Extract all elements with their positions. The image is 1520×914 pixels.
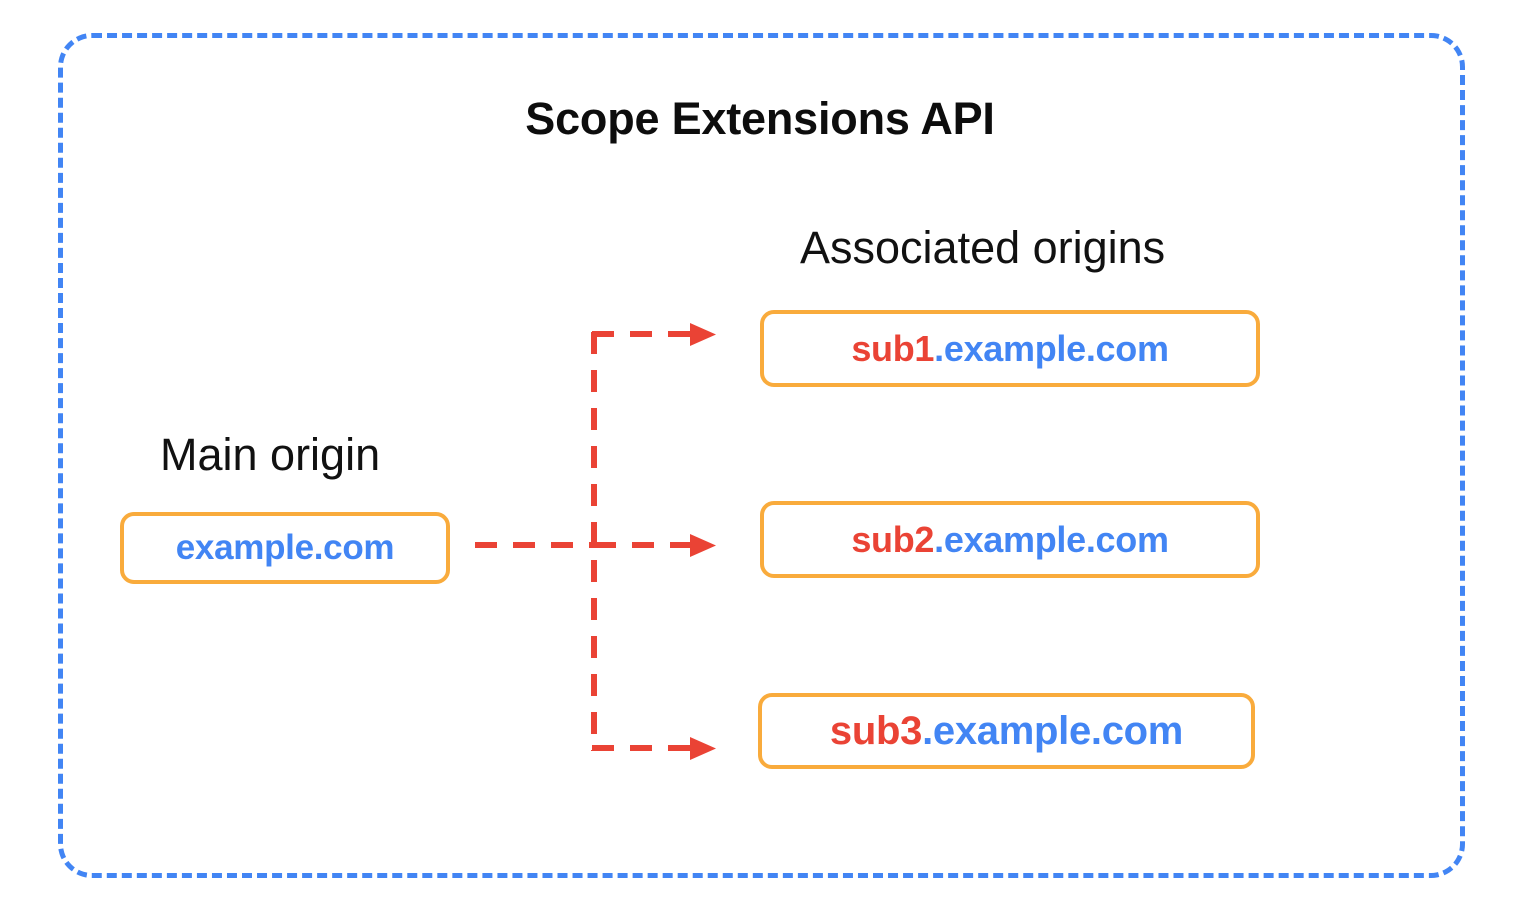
main-origin-label: Main origin [160, 429, 381, 480]
associated-origin-domain-text: .example.com [934, 518, 1169, 560]
associated-origin-box-sub3[interactable]: sub3.example.com [758, 693, 1255, 769]
main-origin-box[interactable]: example.com [120, 512, 450, 584]
associated-origin-domain-text: .example.com [922, 708, 1184, 753]
associated-origin-box-sub2[interactable]: sub2.example.com [760, 501, 1260, 578]
associated-origin-domain-text: .example.com [934, 327, 1169, 369]
associated-origin-subdomain-text: sub2 [851, 518, 935, 560]
main-origin-domain-text: example.com [175, 528, 395, 567]
associated-origins-label: Associated origins [800, 222, 1166, 273]
page-title: Scope Extensions API [525, 93, 995, 144]
associated-origin-subdomain-text: sub1 [851, 327, 935, 369]
associated-origin-subdomain-text: sub3 [829, 708, 923, 753]
associated-origin-box-sub1[interactable]: sub1.example.com [760, 310, 1260, 387]
